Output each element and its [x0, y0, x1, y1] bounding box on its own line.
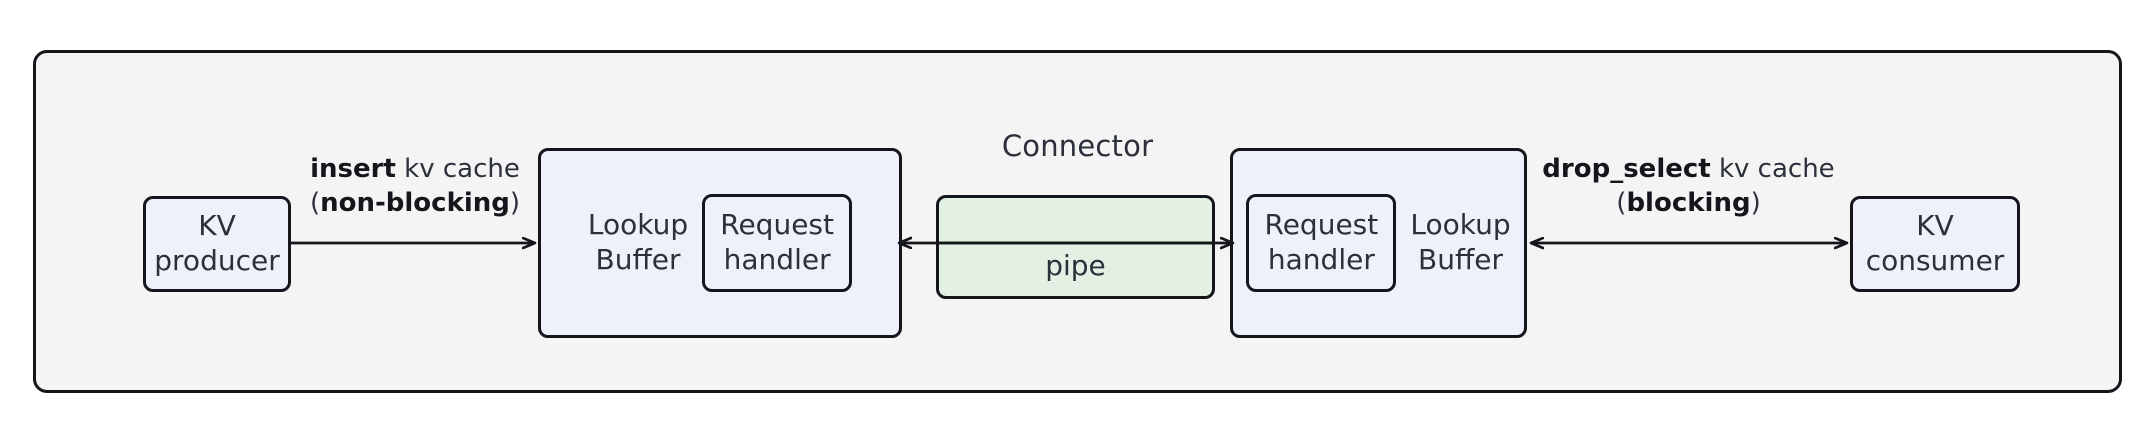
kv-consumer-label-line2: consumer	[1865, 244, 2005, 277]
kv-producer-node[interactable]: KV producer	[143, 196, 291, 292]
lookup-buffer-right-label-line2: Buffer	[1418, 243, 1503, 276]
paren-close: )	[509, 188, 521, 219]
edge-label-insert: insert kv cache (non-blocking)	[291, 152, 539, 221]
edge-label-insert-line1: insert kv cache	[291, 152, 539, 186]
lookup-buffer-left-label: Lookup Buffer	[588, 208, 688, 277]
kv-consumer-label: KV consumer	[1866, 209, 2005, 278]
kv-consumer-label-line1: KV	[1916, 209, 1954, 243]
lookup-buffer-left-label-line2: Buffer	[595, 243, 681, 276]
lookup-buffer-left[interactable]: Lookup Buffer Request handler	[538, 148, 902, 338]
request-handler-left-label: Request handler	[720, 208, 834, 277]
pipe-node[interactable]: pipe	[936, 195, 1215, 299]
kv-producer-label-line2: producer	[154, 244, 280, 277]
paren-close: )	[1750, 188, 1761, 219]
edge-label-drop-select-rest: kv cache	[1710, 154, 1835, 184]
edge-label-drop-select: drop_select kv cache (blocking)	[1527, 152, 1850, 221]
edge-label-drop-select-emphasis: drop_select	[1542, 154, 1711, 184]
request-handler-right-label-line1: Request	[1264, 208, 1379, 242]
request-handler-left-label-line1: Request	[720, 208, 834, 242]
request-handler-left[interactable]: Request handler	[702, 194, 853, 292]
lookup-buffer-right-label: Lookup Buffer	[1410, 208, 1510, 277]
kv-consumer-node[interactable]: KV consumer	[1850, 196, 2020, 292]
kv-producer-label-line1: KV	[198, 209, 236, 243]
request-handler-left-label-line2: handler	[723, 243, 831, 276]
kv-producer-label: KV producer	[154, 209, 279, 278]
request-handler-right-label: Request handler	[1265, 208, 1379, 277]
edge-label-insert-line2: (non-blocking)	[291, 186, 539, 220]
lookup-buffer-left-label-line1: Lookup	[587, 208, 689, 242]
request-handler-right-label-line2: handler	[1267, 243, 1375, 276]
paren-open: (	[309, 188, 321, 219]
connector-title: Connector	[1001, 129, 1154, 163]
edge-label-drop-select-line1: drop_select kv cache	[1527, 152, 1850, 186]
edge-label-insert-mode: non-blocking	[320, 188, 510, 219]
lookup-buffer-right[interactable]: Request handler Lookup Buffer	[1230, 148, 1527, 338]
request-handler-right[interactable]: Request handler	[1246, 194, 1397, 292]
edge-label-insert-emphasis: insert	[310, 154, 396, 184]
pipe-label: pipe	[1045, 249, 1106, 283]
paren-open: (	[1616, 188, 1627, 219]
edge-label-drop-select-mode: blocking	[1626, 188, 1751, 219]
edge-label-drop-select-line2: (blocking)	[1527, 186, 1850, 220]
lookup-buffer-right-label-line1: Lookup	[1410, 208, 1511, 242]
edge-label-insert-rest: kv cache	[395, 154, 520, 184]
